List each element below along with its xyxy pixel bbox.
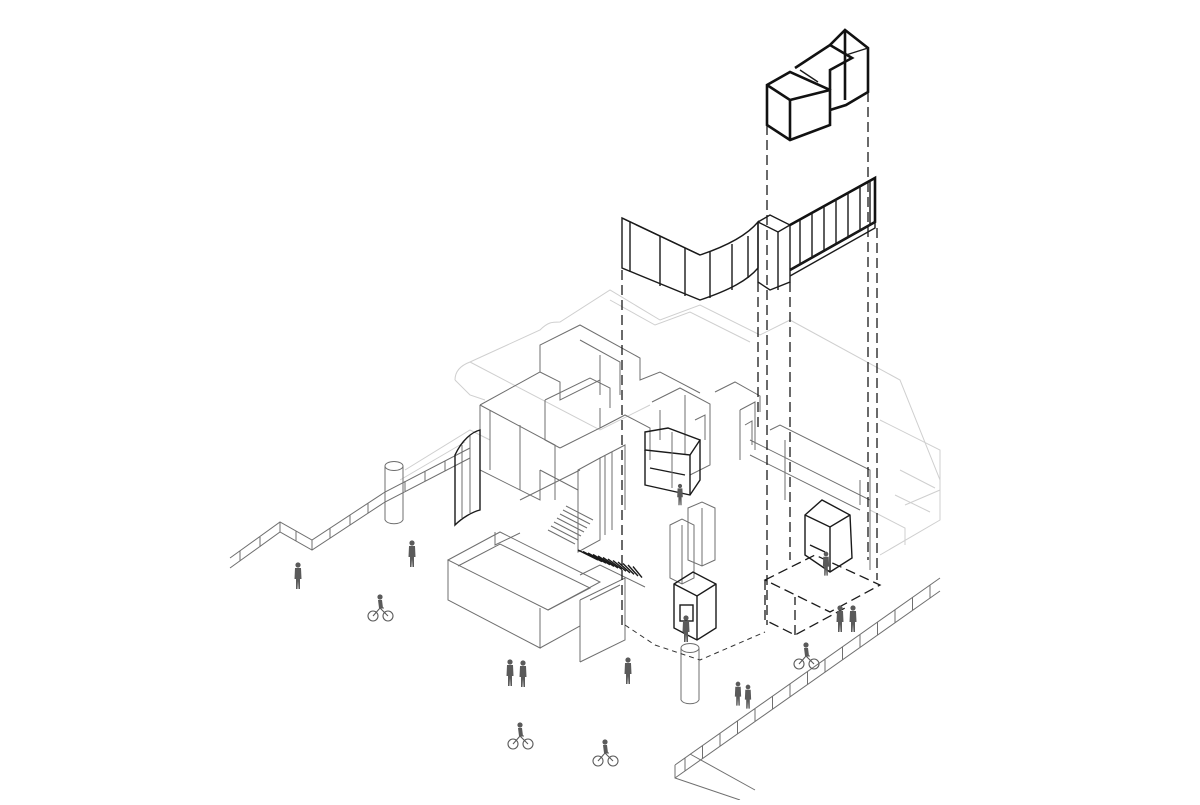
ground-floor-walls: [479, 324, 871, 570]
pavilion-pillars: [669, 501, 716, 585]
cyclist: [367, 594, 394, 622]
stair-tread: [597, 555, 615, 567]
person: [408, 540, 416, 567]
person: [822, 551, 830, 576]
person: [519, 660, 527, 687]
ground-curved-partition: [454, 429, 481, 527]
person: [624, 657, 632, 684]
front-platform: [446, 531, 646, 663]
stair-tread: [632, 566, 643, 579]
exploded-curved-facade: [621, 216, 759, 301]
pavilion-booth-upper: [644, 427, 702, 496]
right-railing: [674, 577, 941, 801]
exploded-box-modules: [765, 28, 870, 142]
stair-tread: [627, 564, 639, 577]
person: [849, 605, 857, 632]
stair-step: [553, 521, 582, 537]
exploded-straight-facade: [757, 175, 877, 291]
projection-lines: [621, 92, 878, 625]
pavilion-booth-right: [804, 499, 853, 573]
person: [734, 681, 742, 706]
pavilion-booth-front: [673, 571, 717, 641]
context-building-outline: [399, 289, 941, 556]
cyclist: [507, 722, 534, 750]
person: [744, 684, 752, 709]
stair-step: [547, 529, 576, 545]
cyclist: [592, 739, 619, 767]
figures-layer: [294, 483, 857, 767]
person: [682, 615, 690, 642]
stair-tread: [602, 556, 619, 569]
column-front: [680, 643, 700, 705]
stair-tread: [607, 558, 623, 571]
person: [294, 562, 302, 589]
dashed-footprint: [624, 554, 882, 661]
right-railing-posts: [684, 585, 931, 771]
person: [836, 605, 844, 632]
stairs: [547, 505, 643, 579]
stair-step: [550, 525, 579, 541]
stair-step: [559, 513, 588, 529]
stair-tread: [622, 563, 635, 575]
column-left: [384, 461, 404, 525]
stair-tread: [592, 553, 611, 566]
columns: [384, 461, 700, 705]
stair-tread: [612, 559, 627, 572]
cyclist: [793, 642, 820, 670]
person: [506, 659, 514, 686]
stair-step: [556, 517, 585, 533]
stair-tread: [587, 552, 607, 564]
stair-tread: [617, 561, 631, 574]
stair-step: [562, 509, 591, 525]
stair-step: [565, 505, 594, 521]
left-railing: [229, 447, 471, 569]
person: [677, 483, 683, 506]
